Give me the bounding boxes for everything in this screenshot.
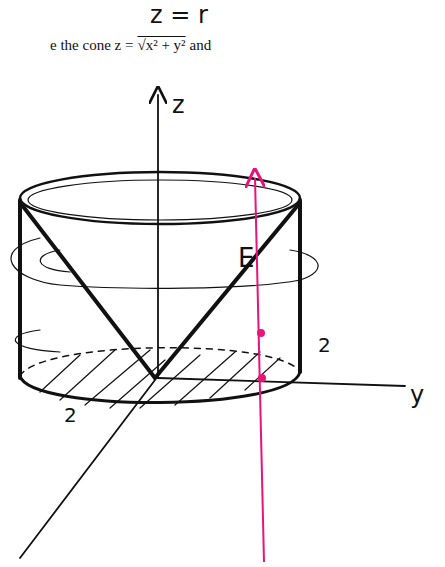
printed-text: e the cone z = xyxy=(50,37,133,54)
dimension-label: 2 xyxy=(64,404,77,426)
axis-label: y xyxy=(410,382,424,408)
printed-text: and xyxy=(190,37,212,54)
equation-note: z = r xyxy=(150,2,208,28)
axis-label: z xyxy=(172,92,185,118)
region-label: E xyxy=(238,244,254,273)
dimension-label: 2 xyxy=(318,334,331,356)
printed-radical: √x² + y² xyxy=(137,37,185,54)
